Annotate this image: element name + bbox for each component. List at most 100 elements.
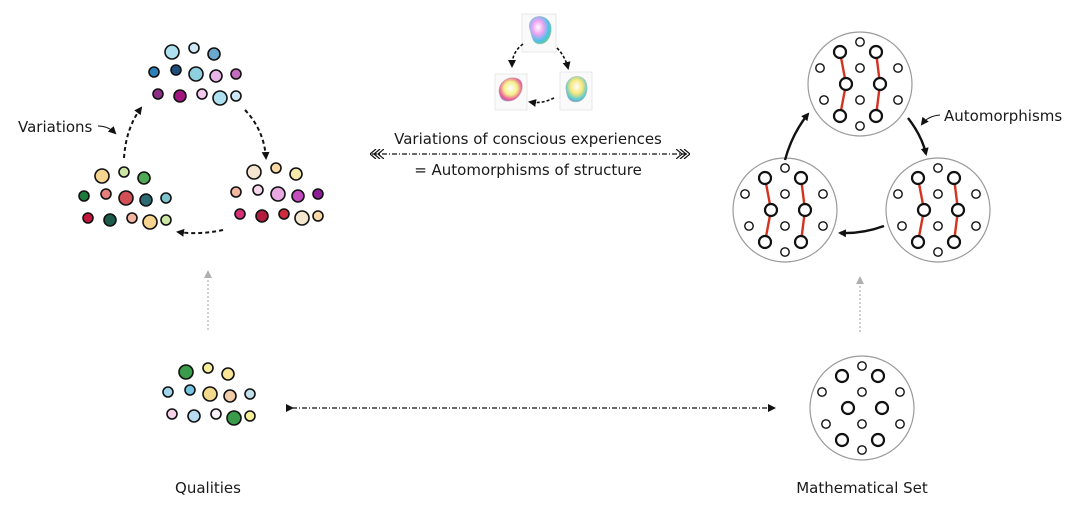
cluster-dot (160, 214, 172, 226)
structure-node-small (893, 63, 903, 73)
structure-node-small (821, 419, 831, 429)
arrow-green-to-purple (123, 106, 143, 159)
cluster-dot (226, 410, 242, 426)
disc-boundary (885, 157, 991, 263)
structure-node-small (815, 63, 825, 73)
structure-node-large (910, 170, 926, 186)
structure-node-small (855, 63, 865, 73)
structure-node-small (818, 221, 828, 231)
automorphisms-pointer (920, 114, 941, 126)
cluster-dot (196, 88, 208, 100)
arrow-purple-to-pink (244, 109, 270, 160)
structure-node-large (946, 234, 962, 250)
structure-disc-top (807, 31, 913, 137)
cluster-dot (188, 42, 200, 54)
mathematical-set-label: Mathematical Set (796, 479, 928, 497)
structure-node-large (757, 234, 773, 250)
structure-node-small (857, 361, 867, 371)
cluster-dot (289, 167, 303, 181)
cluster-dot (162, 386, 174, 398)
cluster-dot (178, 364, 194, 380)
cluster-dot (164, 44, 180, 60)
structure-node-small (933, 189, 943, 199)
cluster-green-hues (78, 166, 172, 230)
arrow-left-to-top (783, 112, 810, 161)
color-solid-cycle (494, 13, 593, 111)
structure-node-large (910, 234, 926, 250)
structure-node-large (832, 44, 848, 60)
cluster-dot (291, 189, 305, 203)
cluster-dot (103, 213, 117, 227)
structure-node-large (832, 108, 848, 124)
structure-node-large (797, 202, 813, 218)
structure-node-small (893, 189, 903, 199)
cluster-dot (246, 164, 262, 180)
disc-boundary (732, 157, 838, 263)
cluster-dot (270, 162, 282, 174)
cluster-dot (270, 186, 286, 202)
arrow-pink-to-green (176, 228, 224, 237)
variations-pointer (97, 125, 117, 135)
cluster-dot (212, 90, 228, 106)
cluster-dot (202, 386, 218, 402)
qualities-cluster (162, 362, 256, 426)
cluster-dot (244, 388, 256, 400)
center-line-1: Variations of conscious experiences (394, 130, 662, 148)
structure-node-small (933, 247, 943, 257)
cluster-dot (100, 188, 112, 200)
structure-node-small (933, 163, 943, 173)
structure-node-small (740, 189, 750, 199)
structure-node-small (855, 95, 865, 105)
cluster-dot (278, 208, 290, 220)
cluster-dot (187, 409, 201, 423)
qualities-label: Qualities (175, 479, 241, 497)
cluster-dot (210, 408, 222, 420)
cluster-dot (118, 166, 130, 178)
cluster-dot (126, 212, 138, 224)
cluster-dot (223, 389, 237, 403)
color-solid-top-icon (529, 16, 552, 45)
structure-node-large (834, 432, 850, 448)
structure-node-small (971, 221, 981, 231)
structure-node-small (855, 121, 865, 131)
structure-node-large (793, 170, 809, 186)
structure-node-small (971, 189, 981, 199)
cluster-dot (230, 90, 242, 102)
cluster-dot (188, 66, 204, 82)
cluster-purple-hues (148, 42, 242, 106)
cluster-dot (209, 69, 223, 83)
cluster-dot (202, 362, 214, 374)
cluster-dot (207, 47, 221, 61)
structure-node-large (763, 202, 779, 218)
structure-node-small (780, 221, 790, 231)
cluster-dot (255, 209, 269, 223)
structure-node-small (780, 163, 790, 173)
structure-node-large (874, 400, 890, 416)
structure-node-large (757, 170, 773, 186)
mathematical-set-disc (809, 355, 915, 461)
color-solid-left-icon (498, 77, 523, 102)
structure-node-large (870, 368, 886, 384)
cluster-dot (221, 367, 235, 381)
color-solid-right-icon (565, 76, 588, 103)
mini-arrow-bottom (528, 97, 555, 107)
structure-node-small (780, 247, 790, 257)
structure-node-small (818, 189, 828, 199)
structure-node-large (834, 368, 850, 384)
structure-node-small (780, 189, 790, 199)
cluster-dot (312, 188, 324, 200)
cluster-dot (139, 193, 153, 207)
cluster-dot (184, 384, 196, 396)
structure-disc-right (885, 157, 991, 263)
cluster-dot (82, 212, 94, 224)
cluster-dot (252, 184, 264, 196)
structure-node-large (872, 76, 888, 92)
cluster-dot (230, 186, 242, 198)
structure-node-large (946, 170, 962, 186)
structure-node-large (838, 76, 854, 92)
arrow-right-to-left (838, 224, 885, 238)
cluster-dot (94, 168, 110, 184)
structure-node-small (895, 419, 905, 429)
cluster-dot (230, 68, 242, 80)
